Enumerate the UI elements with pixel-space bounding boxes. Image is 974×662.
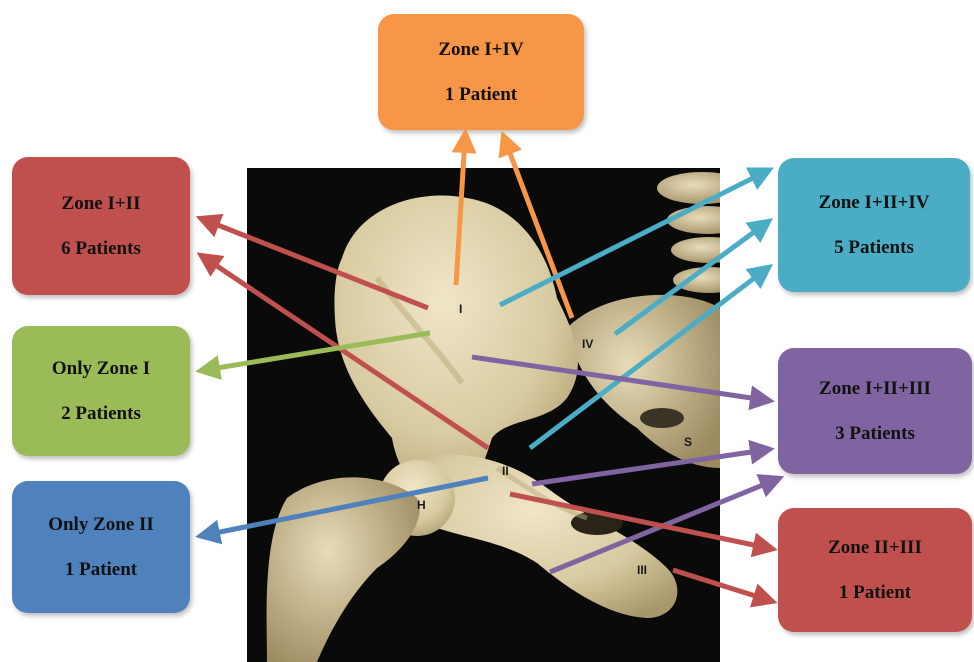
zone-2-3-count: 1 Patient (839, 583, 911, 602)
zone-1-2-title: Zone I+II (62, 194, 141, 213)
pelvis-drawing: I IV II H S III (247, 168, 720, 662)
zone-2-3-box: Zone II+III 1 Patient (778, 508, 972, 632)
only-zone-2-title: Only Zone II (48, 515, 154, 534)
pelvis-image: I IV II H S III (247, 168, 720, 662)
label-zone-4: IV (582, 337, 593, 351)
zone-1-2-3-count: 3 Patients (835, 424, 915, 443)
zone-1-2-3-title: Zone I+II+III (819, 379, 931, 398)
only-zone-2-box: Only Zone II 1 Patient (12, 481, 190, 613)
only-zone-1-title: Only Zone I (52, 359, 150, 378)
only-zone-1-count: 2 Patients (61, 404, 141, 423)
label-zone-3: III (637, 563, 647, 577)
zone-1-2-4-count: 5 Patients (834, 238, 914, 257)
zone-1-2-3-box: Zone I+II+III 3 Patients (778, 348, 972, 474)
zone-1-4-title: Zone I+IV (438, 40, 523, 59)
label-zone-2: II (502, 464, 509, 478)
femur (267, 477, 420, 662)
label-sacrum: S (684, 435, 692, 449)
ilium (334, 196, 577, 499)
zone-1-2-box: Zone I+II 6 Patients (12, 157, 190, 295)
zone-1-2-4-title: Zone I+II+IV (819, 193, 930, 212)
label-zone-1: I (459, 302, 462, 316)
sacrum (567, 295, 720, 468)
zone-2-3-title: Zone II+III (828, 538, 922, 557)
label-hip: H (417, 498, 426, 512)
vertebrae (657, 172, 720, 293)
only-zone-2-count: 1 Patient (65, 560, 137, 579)
pubis (413, 454, 677, 618)
zone-1-2-4-box: Zone I+II+IV 5 Patients (778, 158, 970, 292)
zone-1-4-box: Zone I+IV 1 Patient (378, 14, 584, 130)
zone-1-2-count: 6 Patients (61, 239, 141, 258)
only-zone-1-box: Only Zone I 2 Patients (12, 326, 190, 456)
zone-1-4-count: 1 Patient (445, 85, 517, 104)
